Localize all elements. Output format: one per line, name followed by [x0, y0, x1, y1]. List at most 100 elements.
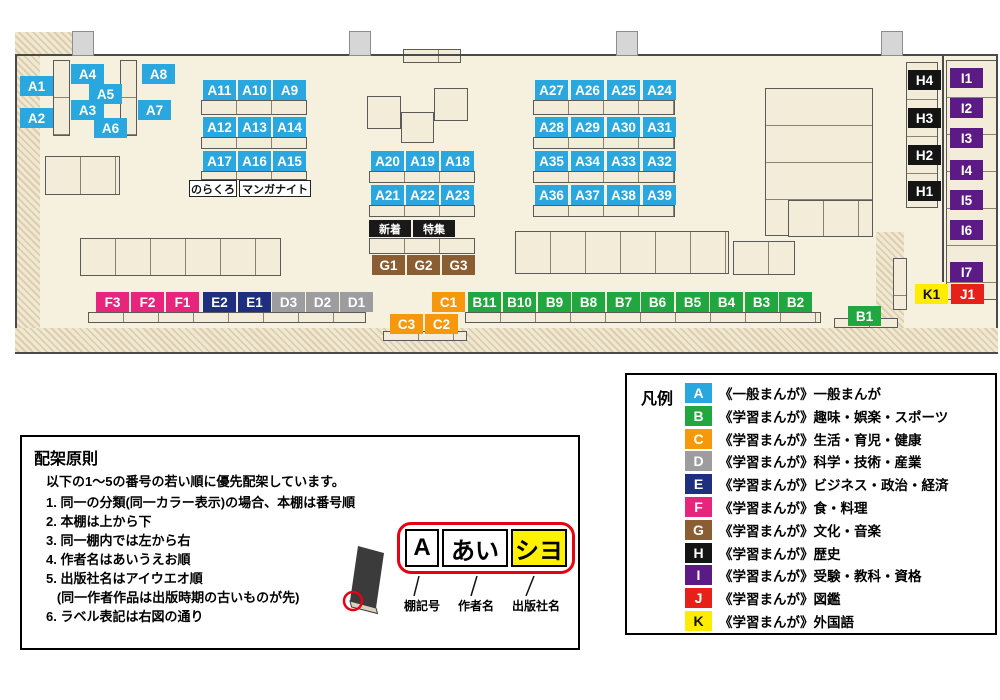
legend-item-text: 《一般まんが》一般まんが	[719, 387, 881, 402]
legend-item-text: 《学習まんが》文化・音楽	[719, 523, 881, 539]
shelf-label-D1: D1	[340, 292, 373, 312]
legend-item-B: B《学習まんが》趣味・娯楽・スポーツ	[685, 405, 949, 426]
category-color-box: K	[685, 610, 712, 631]
shelf-label-C3: C3	[390, 314, 423, 334]
shelf-label-A9: A9	[273, 80, 306, 100]
shelf-label-G1: G1	[372, 255, 405, 275]
pillar	[349, 31, 371, 56]
legend-item-E: E《学習まんが》ビジネス・政治・経済	[685, 474, 949, 495]
bookshelf	[369, 205, 475, 217]
category-color-box: A	[685, 383, 712, 403]
category-color-box: I	[685, 565, 712, 586]
category-color-box: F	[685, 496, 712, 517]
legend-title: 凡例	[641, 391, 674, 408]
bookshelf	[403, 49, 461, 63]
example-publisher: シヨ	[511, 529, 567, 567]
category-color-box: J	[685, 588, 712, 609]
shelf-label-A2: A2	[20, 108, 53, 128]
shelf-label-A37: A37	[571, 185, 604, 205]
shelf-label-A36: A36	[535, 185, 568, 205]
shelf-label-A13: A13	[238, 117, 271, 137]
category-color-box: G	[685, 519, 712, 540]
shelf-label-K1: K1	[915, 284, 948, 304]
callout-author: 作者名	[458, 599, 495, 613]
category-color-box: B	[685, 405, 712, 426]
example-shelf-code: A	[405, 529, 439, 567]
shelf-label-B2: B2	[779, 292, 812, 312]
shelf-label-A12: A12	[203, 117, 236, 137]
legend-item-K: K《学習まんが》外国語	[685, 610, 949, 631]
pillar	[72, 31, 94, 56]
bookshelf	[733, 241, 795, 275]
callout-shelf-code: 棚記号	[404, 599, 441, 613]
wall	[942, 54, 944, 282]
bookshelf	[369, 238, 475, 254]
bookshelf	[53, 60, 70, 136]
shelf-label-A19: A19	[406, 151, 439, 171]
shelf-label-A38: A38	[607, 185, 640, 205]
shelf-label-J1: J1	[951, 284, 984, 304]
principles-panel: 配架原則 以下の1〜5の番号の若い順に優先配架しています。 1. 同一の分類(同…	[20, 435, 580, 650]
shelf-label-B11: B11	[468, 292, 501, 312]
shelf-label-A22: A22	[406, 185, 439, 205]
bookshelf	[533, 100, 675, 115]
shelf-label-B5: B5	[676, 292, 709, 312]
bookshelf	[88, 312, 366, 323]
shelf-label-A30: A30	[607, 117, 640, 137]
bookshelf	[788, 200, 873, 237]
bookshelf	[533, 171, 675, 183]
shelf-label-A14: A14	[273, 117, 306, 137]
shelf-label-G2: G2	[407, 255, 440, 275]
legend-item-text: 《学習まんが》歴史	[719, 546, 841, 562]
legend-item-F: F 《学習まんが》食・料理	[685, 496, 949, 517]
shelf-label-A21: A21	[371, 185, 404, 205]
legend-item-A: A 《一般まんが》一般まんが	[685, 383, 949, 403]
shelf-label-A32: A32	[643, 151, 676, 171]
shelf-label-A24: A24	[643, 80, 676, 100]
legend-item-J: J《学習まんが》図鑑	[685, 588, 949, 609]
bookshelf	[515, 231, 729, 274]
wall	[15, 54, 998, 56]
shelf-label-F2: F2	[131, 292, 164, 312]
shelf-label-A29: A29	[571, 117, 604, 137]
bookshelf	[533, 137, 675, 149]
shelf-label-A1: A1	[20, 76, 53, 96]
callout-publisher: 出版社名	[512, 599, 561, 613]
bookshelf	[465, 312, 821, 323]
shelf-label-I6: I6	[950, 220, 983, 240]
shelf-label-A28: A28	[535, 117, 568, 137]
shelf-label-D3: D3	[272, 292, 305, 312]
bookshelf	[201, 100, 307, 115]
shelf-label-A18: A18	[441, 151, 474, 171]
principles-item: 2. 本棚は上から下	[46, 514, 152, 529]
bookshelf	[201, 171, 307, 180]
principles-item: 3. 同一棚内では左から右	[46, 533, 191, 548]
shelf-label-H4: H4	[908, 70, 941, 90]
wall	[15, 54, 17, 328]
shelf-label-E1: E1	[238, 292, 271, 312]
shelf-label-I1: I1	[950, 68, 983, 88]
legend-item-text: 《学習まんが》科学・技術・産業	[719, 455, 922, 471]
shelf-label-A5: A5	[89, 84, 122, 104]
shelf-label-I5: I5	[950, 190, 983, 210]
shelf-label-B7: B7	[607, 292, 640, 312]
shelf-label-A35: A35	[535, 151, 568, 171]
legend-item-C: C《学習まんが》生活・育児・健康	[685, 428, 949, 449]
bookshelf	[45, 156, 120, 195]
legend-item-text: 《学習まんが》ビジネス・政治・経済	[719, 478, 949, 494]
book-icon	[336, 540, 396, 623]
area-label: 特集	[413, 220, 455, 237]
principles-item: 1. 同一の分類(同一カラー表示)の場合、本棚は番号順	[46, 495, 356, 510]
shelf-label-A6: A6	[94, 118, 127, 138]
shelf-label-A4: A4	[71, 64, 104, 84]
shelf-label-G3: G3	[442, 255, 475, 275]
bookshelf	[893, 258, 907, 310]
shelf-label-B9: B9	[538, 292, 571, 312]
legend-item-text: 《学習まんが》食・料理	[719, 500, 868, 516]
shelf-label-A3: A3	[71, 100, 104, 120]
shelf-label-A34: A34	[571, 151, 604, 171]
wall	[15, 352, 998, 354]
shelf-label-I3: I3	[950, 128, 983, 148]
shelf-label-B8: B8	[572, 292, 605, 312]
shelf-label-H1: H1	[908, 181, 941, 201]
